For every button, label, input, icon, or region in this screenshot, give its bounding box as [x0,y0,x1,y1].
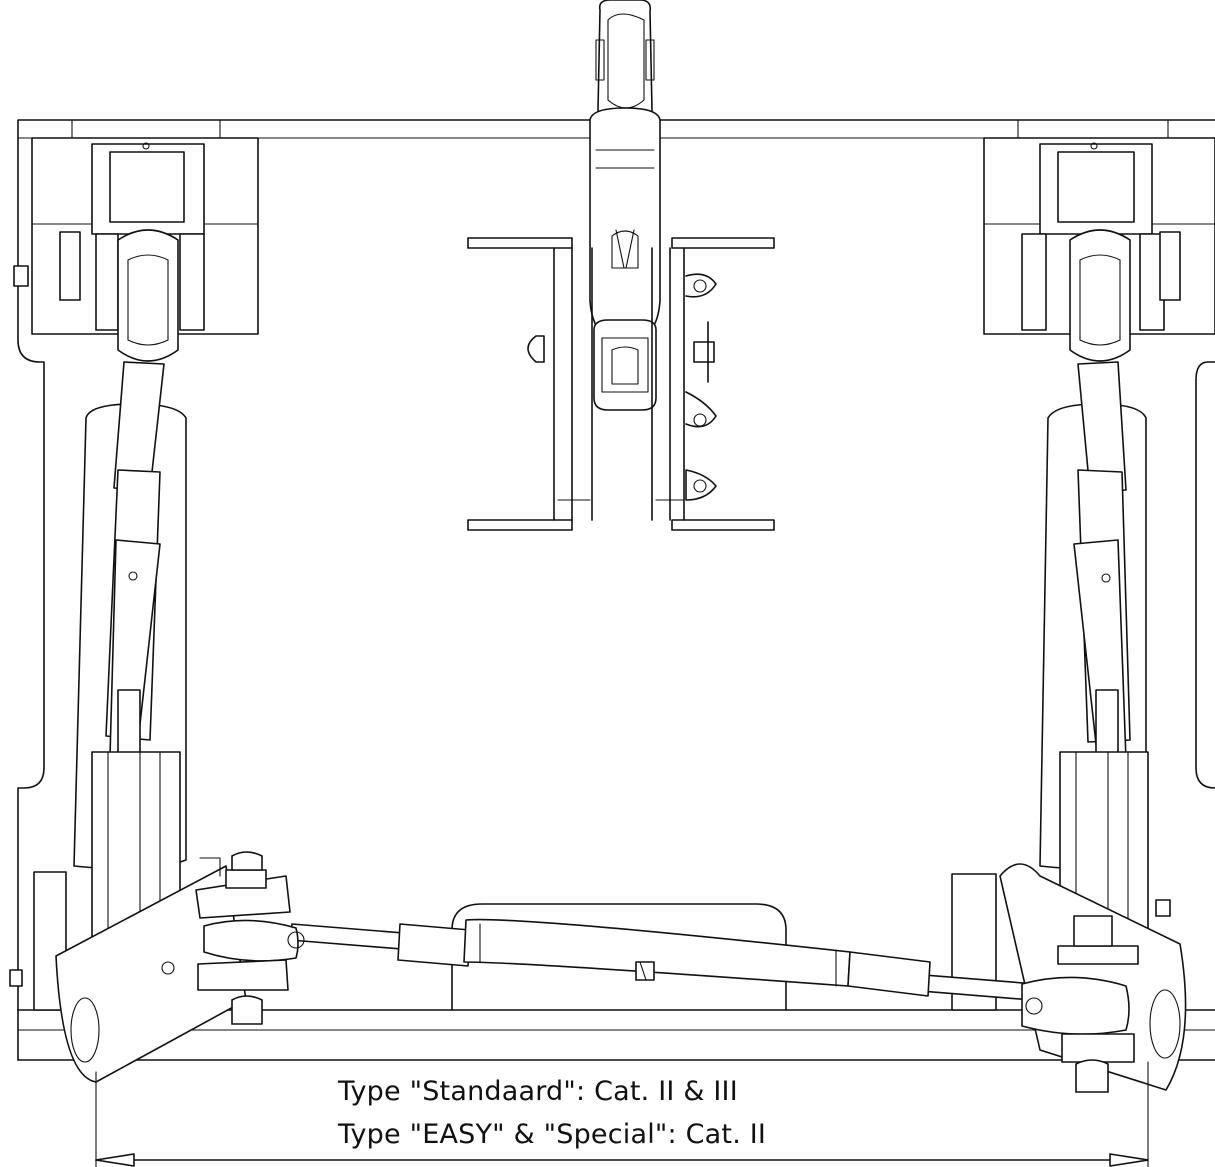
right-mount [983,137,1215,362]
left-mount [13,137,259,362]
top-link [589,0,661,411]
top-link-bracket [467,237,775,531]
right-ball-joint [1021,915,1139,1093]
left-lift-arm [9,361,247,1083]
centre-guard [451,903,787,1011]
stabilizer-bar [289,918,1037,1001]
dimension-arrow-right [1109,1153,1149,1167]
dimension-arrow-left [95,1153,135,1167]
dimension-label-line-2: Type "EASY" & "Special": Cat. II [338,1119,767,1150]
dimension-label-line-1: Type "Standaard": Cat. II & III [338,1076,738,1107]
left-ball-joint [195,851,305,1025]
dimension-line [95,1061,1149,1167]
